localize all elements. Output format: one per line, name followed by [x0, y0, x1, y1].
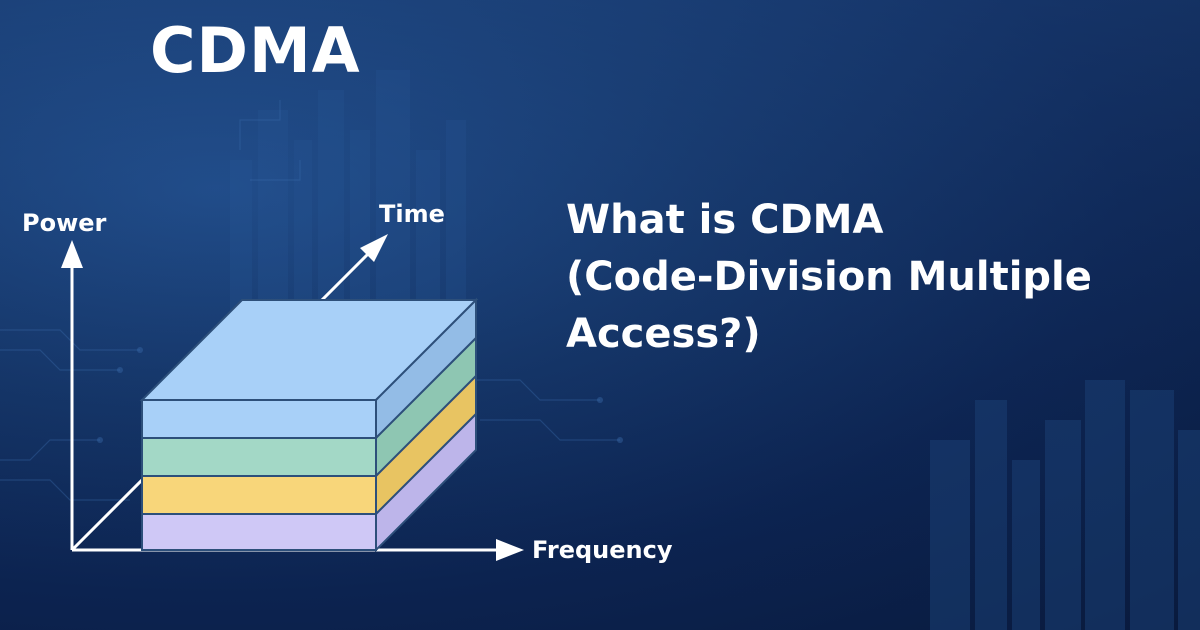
- power-axis-label: Power: [22, 209, 107, 237]
- headline-line-1: What is CDMA: [566, 197, 884, 243]
- layer-1-front: [141, 399, 377, 439]
- headline-line-3: Access?): [566, 311, 761, 357]
- time-axis-label: Time: [379, 200, 445, 228]
- power-axis-arrow: [61, 240, 83, 268]
- layer-4-front: [141, 513, 377, 551]
- headline-line-2: (Code-Division Multiple: [566, 254, 1092, 300]
- frequency-axis-arrow: [496, 539, 524, 561]
- frequency-axis-label: Frequency: [532, 536, 673, 564]
- headline: What is CDMA (Code-Division Multiple Acc…: [566, 192, 1186, 363]
- time-axis-arrow: [360, 234, 388, 262]
- brand-title: CDMA: [150, 14, 361, 87]
- layer-3-front: [141, 475, 377, 515]
- layer-4-side: [375, 411, 477, 553]
- layer-2-front: [141, 437, 377, 477]
